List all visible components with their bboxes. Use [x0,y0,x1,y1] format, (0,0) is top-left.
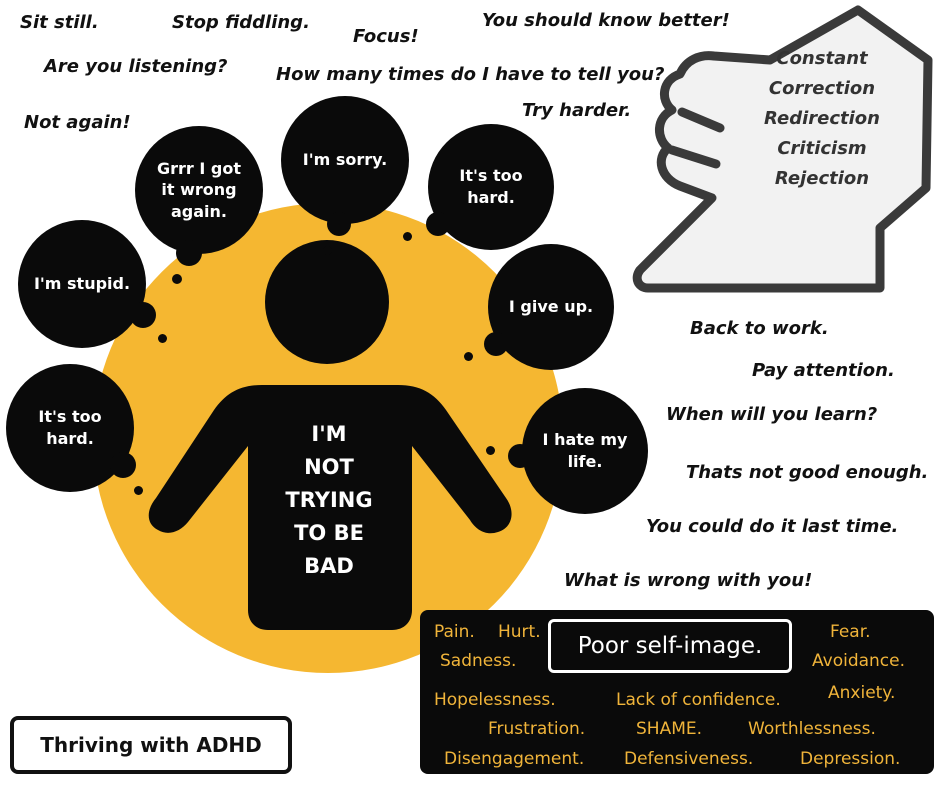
emotion-hopelessness: Hopelessness. [434,690,556,710]
hand-word: Rejection [774,168,870,189]
emotion-worthlessness: Worthlessness. [748,719,876,739]
emotion-sadness: Sadness. [440,651,517,671]
quote-not-good-enough: Thats not good enough. [686,462,929,483]
quote-stop-fiddling: Stop fiddling. [172,12,310,33]
shirt-line: I'M [311,422,347,446]
quote-listening: Are you listening? [44,56,228,77]
quote-know-better: You should know better! [482,10,730,31]
quote-try-harder: Try harder. [522,100,632,121]
emotion-anxiety: Anxiety. [828,683,896,703]
hand-word: Redirection [764,108,880,129]
bubble-tail [134,486,143,495]
emotion-depression: Depression. [800,749,901,769]
emotion-hurt: Hurt. [498,622,541,642]
figure-body [148,385,512,630]
bubble-tail [327,212,351,236]
quote-focus: Focus! [353,26,419,47]
bubble-tail [403,232,412,241]
poor-self-image-label: Poor self-image. [548,619,792,673]
quote-wrong-with-you: What is wrong with you! [564,570,813,591]
bubble-tail [464,352,473,361]
bubble-tail [176,240,202,266]
hand-word-list: Constant Correction Redirection Criticis… [748,44,896,194]
bubble-tail [486,446,495,455]
quote-pay-attention: Pay attention. [752,360,895,381]
emotion-avoidance: Avoidance. [812,651,906,671]
shirt-line: TO BE [294,521,364,545]
quote-not-again: Not again! [24,112,131,133]
shirt-line: BAD [304,554,354,578]
thought-bubble-too-hard-top: It's too hard. [428,124,554,250]
bubble-tail [130,302,156,328]
emotion-frustration: Frustration. [488,719,586,739]
emotion-fear: Fear. [830,622,871,642]
bubble-tail [484,332,508,356]
brand-label: Thriving with ADHD [10,716,292,774]
thought-bubble-sorry: I'm sorry. [281,96,409,224]
shirt-line: NOT [304,455,354,479]
emotion-pain: Pain. [434,622,475,642]
shirt-line: TRYING [285,488,373,512]
emotion-lack-of-confidence: Lack of confidence. [616,690,781,710]
hand-word: Criticism [777,138,867,159]
hand-word: Constant [776,48,868,69]
bubble-tail [110,452,136,478]
quote-back-to-work: Back to work. [690,318,829,339]
thought-bubble-hate-life: I hate my life. [522,388,648,514]
emotion-defensiveness: Defensiveness. [624,749,754,769]
thought-bubble-give-up: I give up. [488,244,614,370]
bubble-tail [323,246,332,255]
quote-when-learn: When will you learn? [666,404,878,425]
figure-head [265,240,389,364]
thought-bubble-grrr: Grrr I got it wrong again. [135,126,263,254]
bubble-tail [426,212,450,236]
shirt-slogan: I'M NOT TRYING TO BE BAD [268,418,390,583]
bubble-tail [508,444,532,468]
quote-last-time: You could do it last time. [646,516,899,537]
bubble-tail [172,274,182,284]
quote-how-many: How many times do I have to tell you? [276,64,665,85]
pointing-hand-icon [632,5,933,293]
emotion-shame: SHAME. [636,719,703,739]
finger-line-1 [677,107,725,133]
quote-sit-still: Sit still. [20,12,99,33]
bubble-tail [158,334,167,343]
finger-line-2 [667,145,721,169]
thought-bubble-stupid: I'm stupid. [18,220,146,348]
emotion-disengagement: Disengagement. [444,749,585,769]
hand-word: Correction [768,78,876,99]
